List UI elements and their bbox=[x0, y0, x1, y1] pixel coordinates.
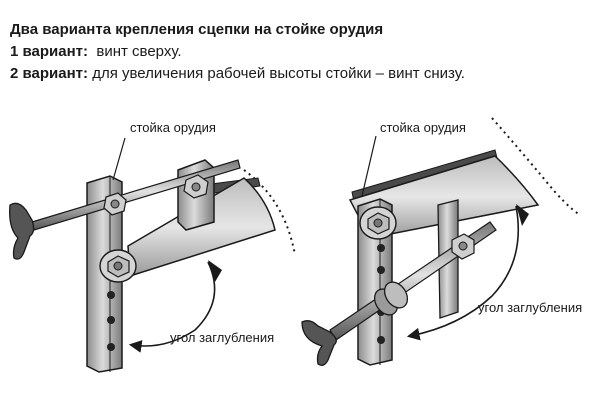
variant-2-text: для увеличения рабочей высоты стойки – в… bbox=[92, 65, 465, 82]
right-collar bbox=[373, 281, 409, 316]
left-wing-handle bbox=[9, 202, 35, 260]
variant-1-text: винт сверху. bbox=[96, 43, 182, 60]
left-figure: стойка орудия угол заглубления bbox=[9, 120, 296, 373]
right-angle-arrow-top bbox=[516, 204, 529, 226]
right-angle-arc bbox=[406, 205, 519, 341]
left-nut-lower bbox=[99, 249, 137, 283]
right-blade bbox=[348, 155, 540, 239]
variant-1-prefix: 1 вариант: bbox=[10, 43, 89, 60]
left-angle-arc bbox=[128, 261, 216, 353]
left-blade bbox=[127, 177, 276, 278]
right-post-label: стойка орудия bbox=[380, 120, 466, 135]
left-post-leader bbox=[112, 137, 126, 181]
variant-2-prefix: 2 вариант: bbox=[10, 65, 89, 82]
left-nut-bracket bbox=[183, 174, 209, 199]
left-dotted-arc bbox=[243, 169, 296, 256]
right-wing-handle bbox=[301, 320, 337, 366]
right-angle-label: угол заглубления bbox=[478, 300, 582, 315]
right-figure: стойка орудия угол заглубления bbox=[301, 117, 582, 366]
left-angle-label: угол заглубления bbox=[170, 330, 274, 345]
diagram-title: Два варианта крепления сцепки на стойке … bbox=[10, 21, 384, 38]
left-nut-upper-post bbox=[103, 192, 127, 216]
right-nut-bracket bbox=[451, 233, 475, 260]
right-nut-top bbox=[359, 206, 397, 240]
left-post-label: стойка орудия bbox=[130, 120, 216, 135]
variant-1-line: 1 вариант: винт сверху. bbox=[10, 43, 182, 61]
variant-2-line: 2 вариант: для увеличения рабочей высоты… bbox=[10, 65, 465, 83]
right-post-leader bbox=[361, 135, 377, 197]
left-angle-arrow-top bbox=[208, 260, 222, 282]
